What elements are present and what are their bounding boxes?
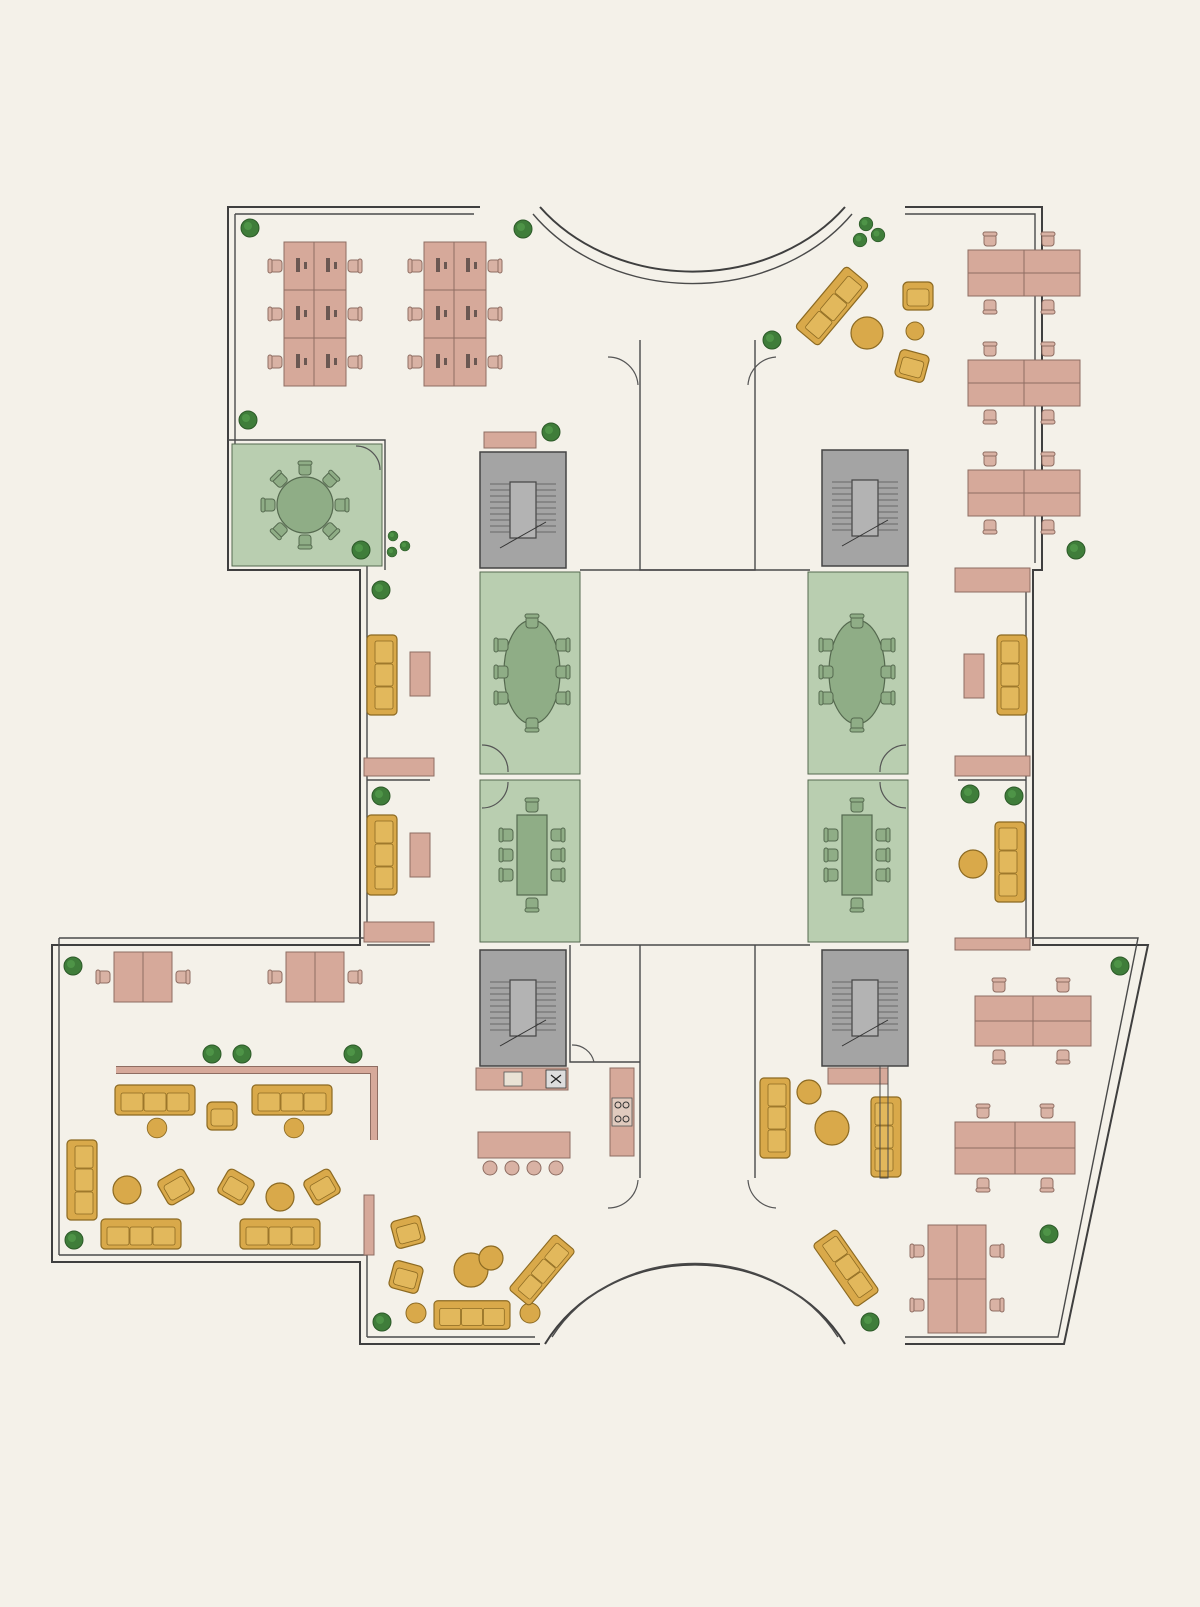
desk-cluster-top-left-a	[267, 241, 363, 387]
desk-cluster-top-left-b	[407, 241, 503, 387]
meeting-room-left-upper	[479, 571, 581, 775]
building-walls	[51, 206, 1150, 1345]
lounge-bottom-center	[387, 1213, 577, 1330]
kitchen-area	[475, 945, 640, 1176]
lounge-top-right	[794, 265, 934, 385]
side-nook-left-lower	[363, 814, 435, 943]
desk-cluster-top-right	[967, 231, 1081, 535]
meeting-room-left-lower	[479, 779, 581, 943]
lounge-bottom-right	[759, 1065, 902, 1308]
stairs-icon	[479, 431, 909, 1085]
meeting-room-right-upper	[807, 571, 909, 775]
lounge-bottom-left	[66, 1066, 378, 1256]
desk-cluster-bottom-left	[95, 951, 363, 1003]
side-nook-right-upper	[954, 567, 1031, 777]
stove-icon	[611, 1097, 633, 1127]
side-nook-right-lower	[954, 821, 1031, 951]
desk-cluster-bottom-right	[909, 977, 1092, 1334]
meeting-room-right-lower	[807, 779, 909, 943]
side-nook-left-upper	[363, 634, 435, 777]
sink-icon	[503, 1071, 523, 1087]
